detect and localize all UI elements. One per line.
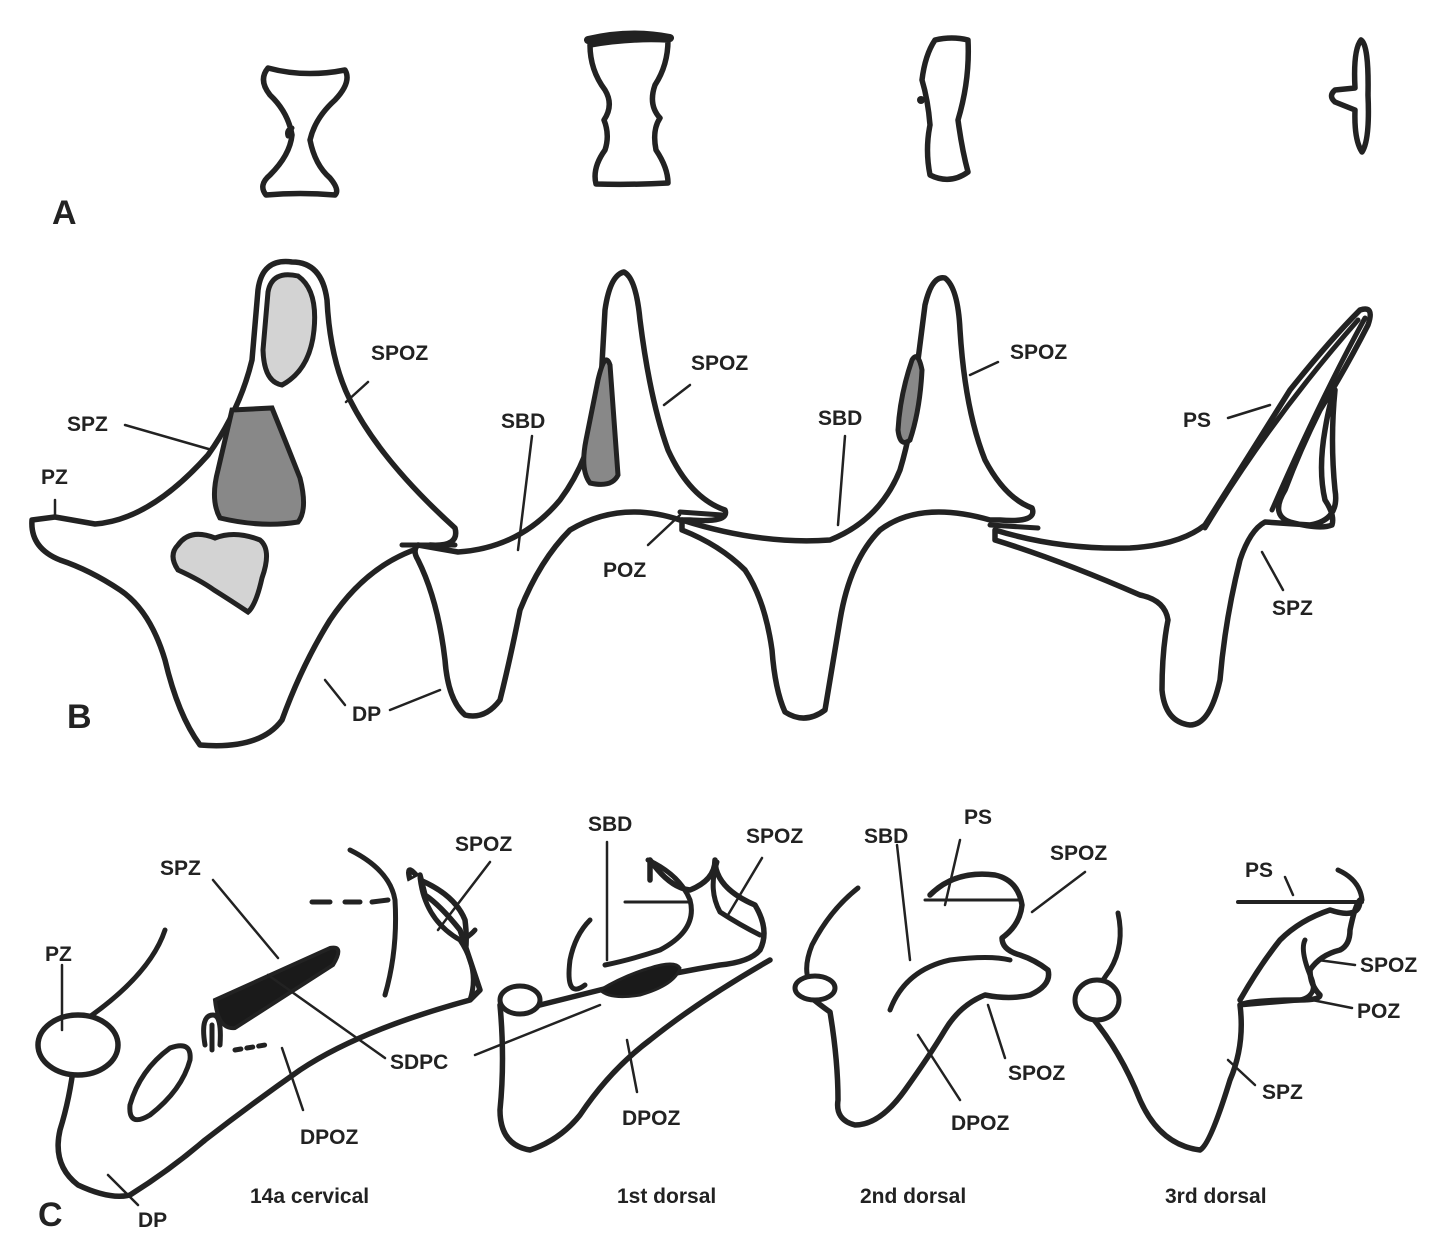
label-b-spoz-cervical: SPOZ xyxy=(371,342,429,365)
label-b-ps: PS xyxy=(1183,409,1212,432)
label-c-dpoz-2nd: DPOZ xyxy=(951,1112,1010,1135)
vertebra-c-1st-dorsal xyxy=(497,857,773,1153)
panel-letter-a: A xyxy=(52,194,77,232)
panel-letter-c: C xyxy=(38,1196,63,1234)
label-c-dpoz-1st: DPOZ xyxy=(622,1107,681,1130)
caption-14a-cervical: 14a cervical xyxy=(250,1185,370,1208)
label-b-poz: POZ xyxy=(603,559,647,582)
caption-3rd-dorsal: 3rd dorsal xyxy=(1165,1185,1267,1208)
vertebra-b-14a-cervical xyxy=(29,258,459,749)
vertebra-c-14a-cervical xyxy=(35,847,483,1199)
label-b-dp: DP xyxy=(352,703,382,726)
caption-2nd-dorsal: 2nd dorsal xyxy=(860,1185,967,1208)
label-c-spz: SPZ xyxy=(160,857,201,880)
label-c-spoz-2nd-lower: SPOZ xyxy=(1008,1062,1066,1085)
label-c-ps-3rd: PS xyxy=(1245,859,1274,882)
section-a-14a-cervical xyxy=(260,65,350,198)
label-b-pz: PZ xyxy=(41,466,68,489)
leaders-b xyxy=(53,360,1285,712)
label-c-sdpc: SDPC xyxy=(390,1051,449,1074)
label-b-spz-3rd: SPZ xyxy=(1272,597,1313,620)
caption-1st-dorsal: 1st dorsal xyxy=(617,1185,717,1208)
section-a-1st-dorsal xyxy=(584,30,674,188)
label-c-spz-3rd: SPZ xyxy=(1262,1081,1303,1104)
label-c-sbd-1st: SBD xyxy=(588,813,633,836)
leaders-c xyxy=(60,838,1357,1207)
label-c-dpoz-cervical: DPOZ xyxy=(300,1126,359,1149)
vertebra-c-2nd-dorsal xyxy=(792,871,1052,1128)
section-a-3rd-dorsal xyxy=(1328,37,1372,155)
label-b-sbd-1st: SBD xyxy=(501,410,546,433)
label-c-spoz-2nd-upper: SPOZ xyxy=(1050,842,1108,865)
label-c-ps-2nd: PS xyxy=(964,806,993,829)
label-b-spz: SPZ xyxy=(67,413,108,436)
label-c-sbd-2nd: SBD xyxy=(864,825,909,848)
panel-letter-b: B xyxy=(67,698,92,736)
vertebra-c-3rd-dorsal xyxy=(1072,867,1365,1153)
label-b-spoz-1st: SPOZ xyxy=(691,352,749,375)
label-c-spoz-cervical: SPOZ xyxy=(455,833,513,856)
section-a-2nd-dorsal xyxy=(917,35,972,183)
label-b-sbd-2nd: SBD xyxy=(818,407,863,430)
label-c-poz-3rd: POZ xyxy=(1357,1000,1401,1023)
vertebra-b-2nd-dorsal xyxy=(679,275,1041,721)
label-c-pz: PZ xyxy=(45,943,72,966)
label-c-spoz-3rd: SPOZ xyxy=(1360,954,1418,977)
label-c-dp: DP xyxy=(138,1209,168,1232)
label-c-spoz-1st: SPOZ xyxy=(746,825,804,848)
label-b-spoz-2nd: SPOZ xyxy=(1010,341,1068,364)
vertebra-b-1st-dorsal xyxy=(399,269,729,719)
vertebra-b-3rd-dorsal xyxy=(992,306,1373,728)
